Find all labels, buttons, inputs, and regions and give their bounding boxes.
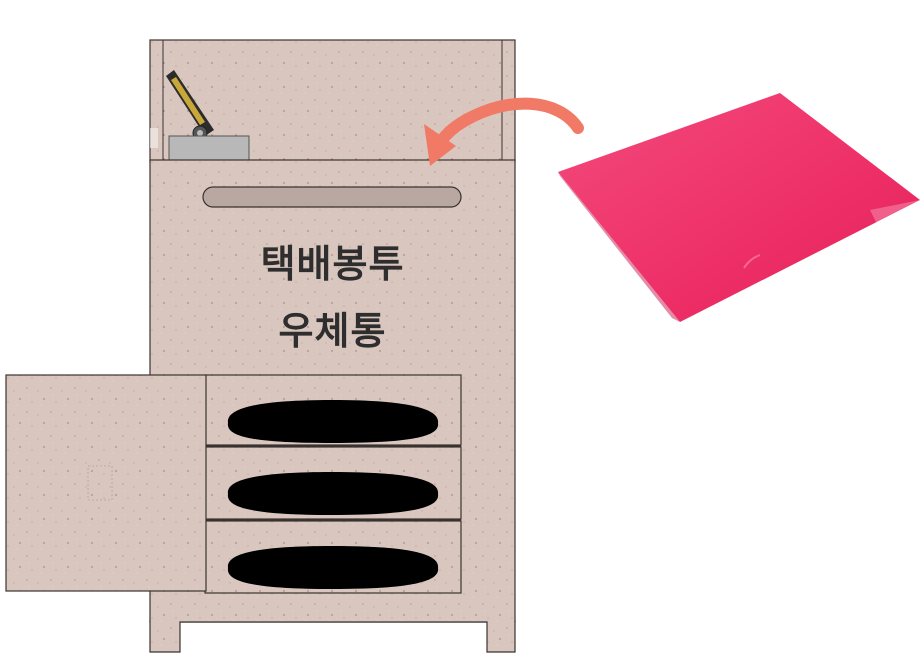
curved-arrow-icon xyxy=(424,97,584,166)
folded-bags xyxy=(227,400,439,589)
folded-bag-2 xyxy=(227,472,439,515)
envelope-slot xyxy=(202,186,462,208)
folded-bag-1 xyxy=(227,400,439,443)
open-door xyxy=(5,374,207,592)
folded-bag-3 xyxy=(227,546,439,589)
title-line-2: 우체통 xyxy=(278,309,387,353)
title-line-1: 택배봉투 xyxy=(260,242,405,286)
door-mark xyxy=(84,462,114,502)
cabinet-legs xyxy=(149,620,516,653)
delivery-bag-icon xyxy=(558,93,920,322)
